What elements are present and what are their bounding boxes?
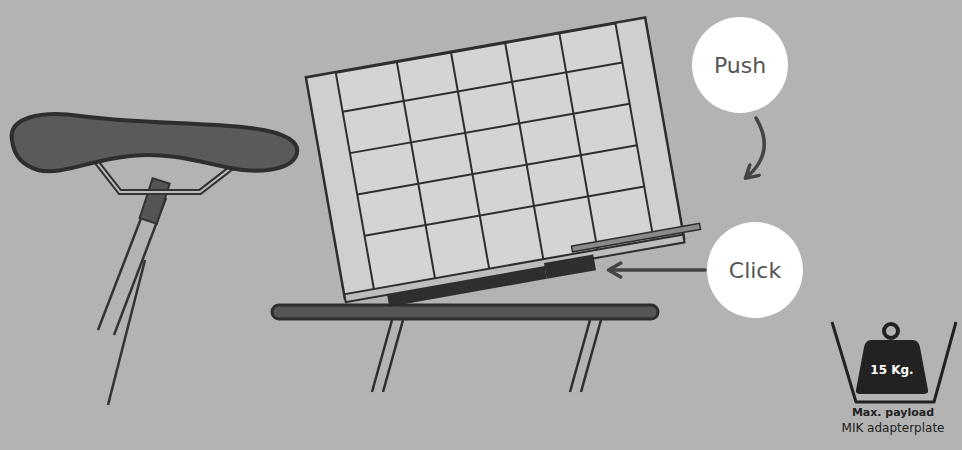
seat-clamp — [140, 178, 170, 224]
rack-platform — [272, 305, 658, 319]
callout-text: Push — [714, 53, 766, 78]
weight-ring — [884, 324, 898, 338]
weight-icon: 15 Kg. — [855, 338, 929, 394]
crate — [306, 15, 704, 314]
caption-note: MIK adapterplate — [842, 421, 945, 435]
payload-bag — [832, 322, 956, 402]
click-arrow — [612, 268, 705, 272]
push-callout: Push — [692, 17, 788, 113]
rack-legs — [372, 320, 601, 392]
click-callout: Click — [707, 222, 803, 318]
callout-text: 15 Kg. — [870, 363, 913, 377]
caption-note: Max. payload — [852, 406, 934, 419]
saddle — [12, 114, 298, 171]
callout-text: Click — [729, 258, 781, 283]
seatpost — [98, 195, 166, 405]
push-arrow — [748, 118, 764, 176]
